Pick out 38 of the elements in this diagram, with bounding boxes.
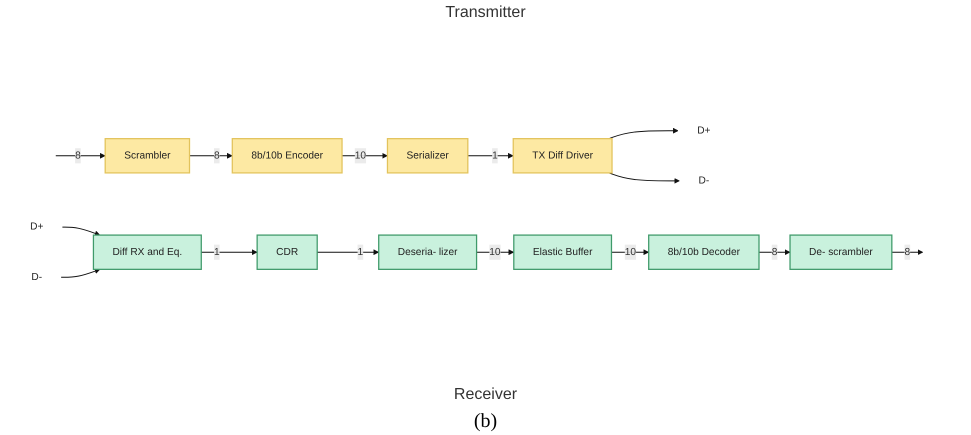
- edge-label: 8: [74, 150, 80, 161]
- node-text: D-: [30, 272, 42, 282]
- arrow: [608, 172, 680, 184]
- edge-label: 10: [488, 246, 500, 258]
- arrow: [341, 153, 388, 159]
- arrow: [758, 249, 790, 255]
- edge-label: 8: [213, 150, 220, 161]
- node-box: De- scrambler: [788, 234, 892, 270]
- arrow: [466, 153, 513, 159]
- node-box: Deseria- lizer: [378, 234, 477, 270]
- edge-label: 1: [213, 246, 220, 258]
- node-box: Elastic Buffer: [512, 234, 612, 270]
- node-text: D+: [30, 221, 43, 232]
- node-box: Scrambler: [104, 138, 190, 174]
- edge-label: 10: [624, 246, 636, 258]
- node-box: Serializer: [386, 138, 468, 174]
- edge-label: 1: [357, 246, 363, 258]
- node-box: 8b/10b Decoder: [648, 234, 760, 270]
- node-text: D+: [696, 125, 710, 136]
- arrow: [608, 128, 678, 140]
- arrow: [316, 249, 378, 255]
- group-label: Transmitter: [445, 4, 526, 22]
- arrow: [61, 226, 100, 236]
- edge-label: 8: [904, 246, 910, 258]
- node-box: Diff RX and Eq.: [92, 234, 202, 270]
- arrow: [60, 268, 100, 278]
- arrow: [54, 153, 105, 159]
- edge-label: 8: [771, 246, 777, 258]
- node-box: 8b/10b Encoder: [231, 138, 342, 174]
- node-box: CDR: [256, 234, 318, 270]
- group-label: Receiver: [454, 386, 518, 404]
- caption: (b): [474, 410, 498, 433]
- node-text: D-: [698, 175, 709, 186]
- edge-label: 1: [492, 150, 498, 161]
- node-box: TX Diff Driver: [512, 138, 612, 174]
- arrow: [200, 249, 257, 255]
- arrow: [188, 153, 232, 159]
- edge-label: 10: [354, 150, 366, 161]
